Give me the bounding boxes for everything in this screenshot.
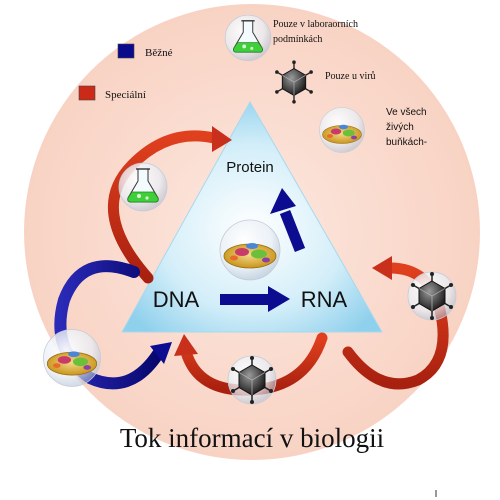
legend-cell-icon bbox=[319, 107, 365, 153]
arrow-head-rna-to-rna bbox=[372, 256, 392, 280]
legend-cells-label-1: Ve všech bbox=[386, 107, 427, 118]
center-cell-icon bbox=[219, 219, 281, 281]
legend-virus-label: Pouze u virů bbox=[325, 71, 376, 82]
legend-flask-icon bbox=[224, 14, 272, 62]
legend-cells-label-3: buňkách- bbox=[386, 137, 427, 148]
legend-cells-label-2: živých bbox=[386, 122, 414, 133]
virus-icon-rna-replication bbox=[407, 271, 457, 321]
arrow-head-rna-to-protein bbox=[270, 188, 296, 214]
legend-lab-label-1: Pouze v laboraorních bbox=[273, 19, 358, 30]
legend-special-label: Speciální bbox=[105, 89, 146, 101]
central-triangle bbox=[121, 100, 383, 333]
legend-lab-label-2: podmínkách bbox=[273, 34, 322, 45]
cell-icon-dna-replication bbox=[43, 329, 101, 387]
arrow-head-dna-to-rna bbox=[268, 286, 290, 312]
arrow-rna-to-protein bbox=[279, 209, 306, 253]
legend-normal-swatch bbox=[117, 43, 135, 59]
arrow-head-rna-to-dna bbox=[174, 334, 198, 356]
legend-special-swatch bbox=[78, 85, 96, 101]
node-protein: Protein bbox=[226, 159, 274, 176]
diagram-title: Tok informací v biologii bbox=[120, 423, 384, 453]
arrow-head-dna-to-dna bbox=[150, 342, 172, 364]
arrow-dna-to-protein bbox=[107, 130, 220, 284]
legend-normal-label: Běžné bbox=[145, 47, 173, 59]
node-rna: RNA bbox=[301, 287, 348, 312]
arrow-dna-to-rna bbox=[220, 294, 270, 305]
node-dna: DNA bbox=[153, 287, 200, 312]
virus-icon-rna-dna bbox=[227, 355, 277, 405]
arrow-head-dna-to-protein bbox=[212, 126, 232, 152]
flask-icon-dna-protein bbox=[118, 162, 168, 212]
